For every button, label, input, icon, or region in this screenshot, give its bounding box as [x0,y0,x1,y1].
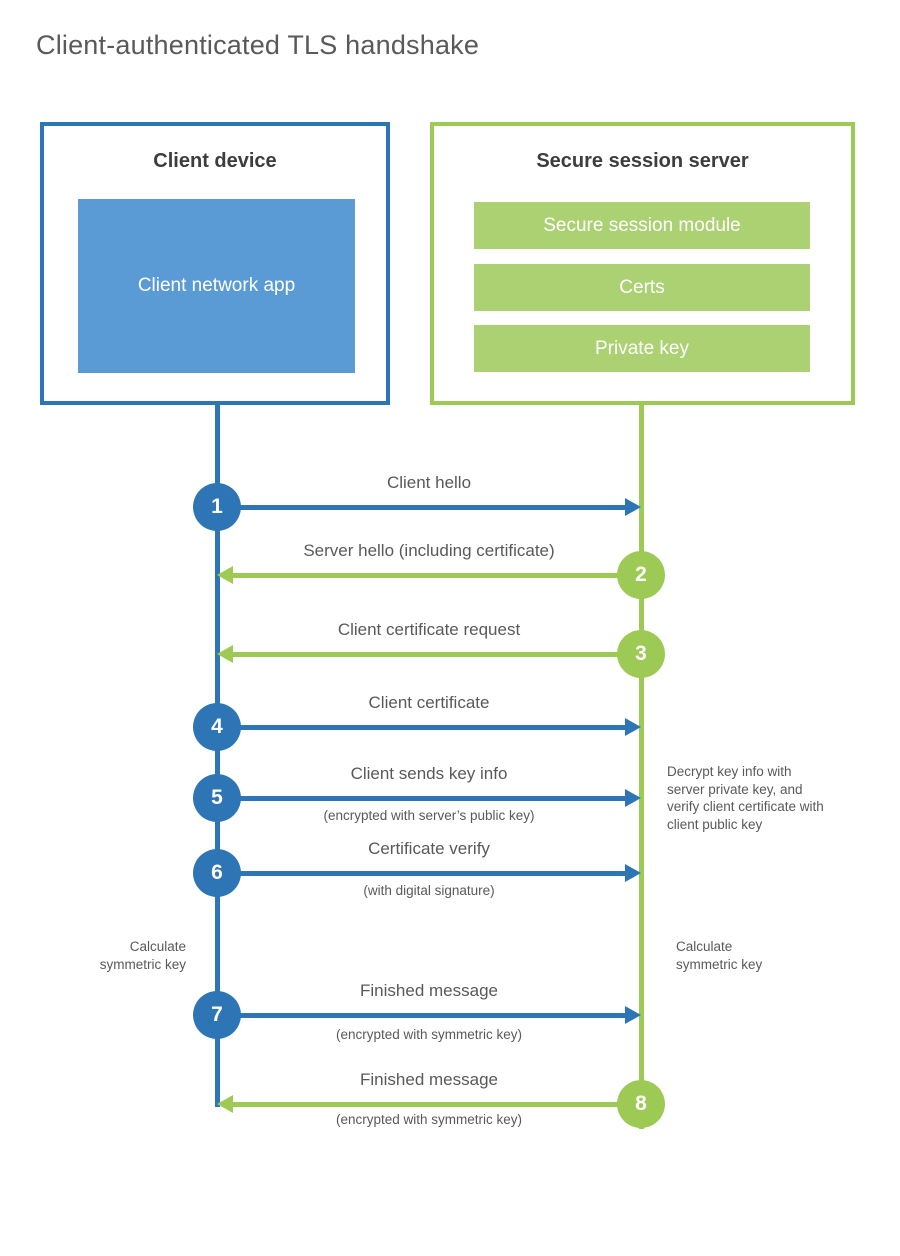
step-circle: 8 [617,1080,665,1128]
step-number: 3 [635,642,647,665]
message-sublabel: (with digital signature) [363,883,495,898]
server-module-bar: Certs [474,264,810,311]
arrowhead-right-icon [625,498,641,516]
message-label: Client hello [386,473,472,492]
arrowhead-right-icon [625,789,641,807]
step-number: 5 [211,786,223,809]
step-circle: 4 [193,703,241,751]
client-network-app-box: Client network app [78,199,355,373]
step-circle: 2 [617,551,665,599]
client-lifeline [215,405,220,1107]
decrypt-note: Decrypt key info with server private key… [667,764,824,832]
message-arrow [217,505,625,510]
message-arrow [217,725,625,730]
secure-session-server-title: Secure session server [536,150,749,172]
message-arrow [217,871,625,876]
server-module-bar: Secure session module [474,202,810,249]
arrowhead-right-icon [625,864,641,882]
message-label: Client certificate request [337,620,521,639]
client-device-title: Client device [153,150,277,172]
diagram-title: Client-authenticated TLS handshake [36,30,480,60]
step-number: 7 [211,1003,223,1026]
step-number: 2 [635,563,647,586]
client-device-box: Client device Client network app [40,122,390,405]
message-label: Client sends key info [350,764,508,783]
step-circle: 7 [193,991,241,1039]
message-label: Client certificate [368,693,490,712]
client-network-app-label: Client network app [137,275,296,297]
arrowhead-right-icon [625,718,641,736]
step-circle: 6 [193,849,241,897]
step-number: 4 [211,715,223,738]
arrowhead-left-icon [217,645,233,663]
message-sublabel: (encrypted with server’s public key) [323,808,535,823]
arrowhead-right-icon [625,1006,641,1024]
message-label: Finished message [360,1070,498,1089]
message-sublabel: (encrypted with symmetric key) [335,1027,523,1042]
message-arrow [233,652,641,657]
message-arrow [233,573,641,578]
message-label: Finished message [360,981,498,1000]
message-label: Certificate verify [368,839,490,858]
message-arrow [217,1013,625,1018]
step-number: 8 [635,1092,647,1115]
message-sublabel: (encrypted with symmetric key) [335,1112,523,1127]
message-label: Server hello (including certificate) [303,541,555,560]
arrowhead-left-icon [217,566,233,584]
step-circle: 1 [193,483,241,531]
message-arrow [217,796,625,801]
server-lifeline [639,405,644,1129]
step-number: 6 [211,861,223,884]
calc-symmetric-key-right: Calculate symmetric key [676,939,763,972]
arrowhead-left-icon [217,1095,233,1113]
step-circle: 3 [617,630,665,678]
step-circle: 5 [193,774,241,822]
message-arrow [233,1102,641,1107]
server-module-bar: Private key [474,325,810,372]
secure-session-server-box: Secure session server Secure session mod… [430,122,855,405]
step-number: 1 [211,495,223,518]
calc-symmetric-key-left: Calculate symmetric key [99,939,186,972]
